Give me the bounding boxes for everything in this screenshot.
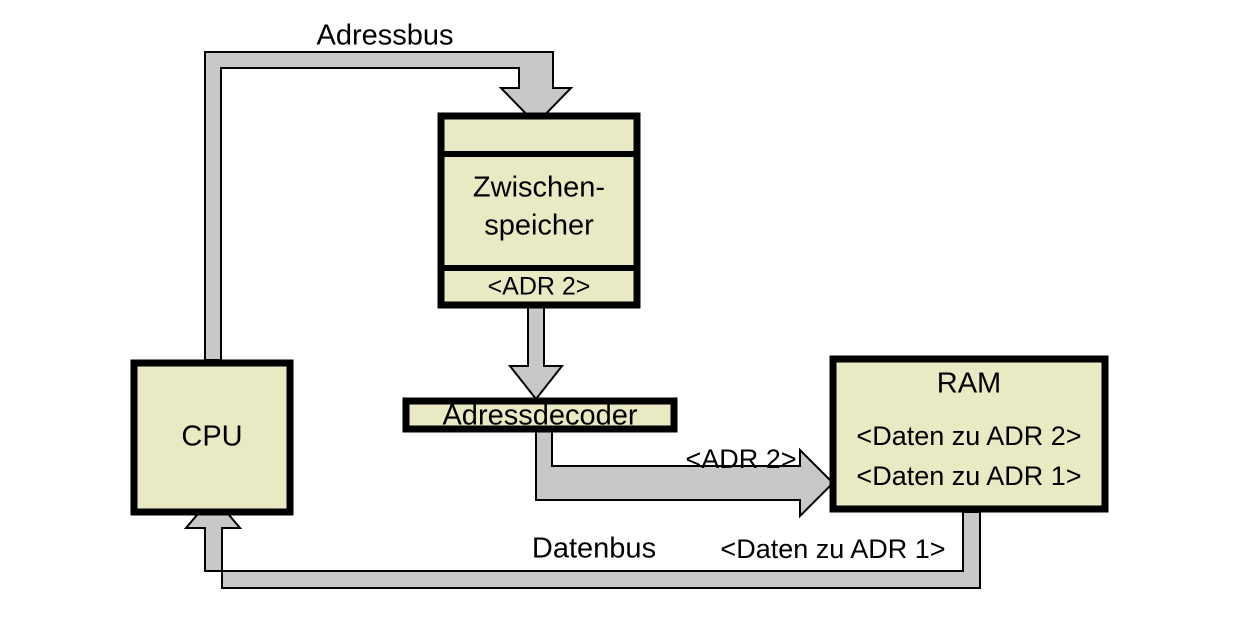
node-cpu[interactable]: CPU [130,359,294,516]
adr2-connector [535,429,835,519]
node-zwischenspeicher[interactable]: Zwischen- speicher <ADR 2> [437,112,641,309]
ram-title: RAM [937,368,1001,400]
adressdecoder-label: Adressdecoder [442,400,637,432]
adressbus-label: Adressbus [316,20,453,52]
node-ram[interactable]: RAM <Daten zu ADR 2> <Daten zu ADR 1> [829,355,1109,513]
node-adressdecoder[interactable]: Adressdecoder [402,397,678,433]
adressbus-connector [204,51,574,361]
zwischenspeicher-line2: speicher [484,210,594,242]
datenbus-annotation: <Daten zu ADR 1> [720,534,945,564]
datenbus-label: Datenbus [532,533,656,565]
ram-line-adr2: <Daten zu ADR 2> [856,421,1081,451]
adr2-bus-label: <ADR 2> [685,444,796,474]
cpu-label: CPU [181,421,242,453]
zwischenspeicher-line1: Zwischen- [473,172,605,204]
ram-line-adr1: <Daten zu ADR 1> [856,461,1081,491]
zwischenspeicher-decoder-connector [507,304,565,401]
zwischenspeicher-adr-value: <ADR 2> [488,273,591,301]
